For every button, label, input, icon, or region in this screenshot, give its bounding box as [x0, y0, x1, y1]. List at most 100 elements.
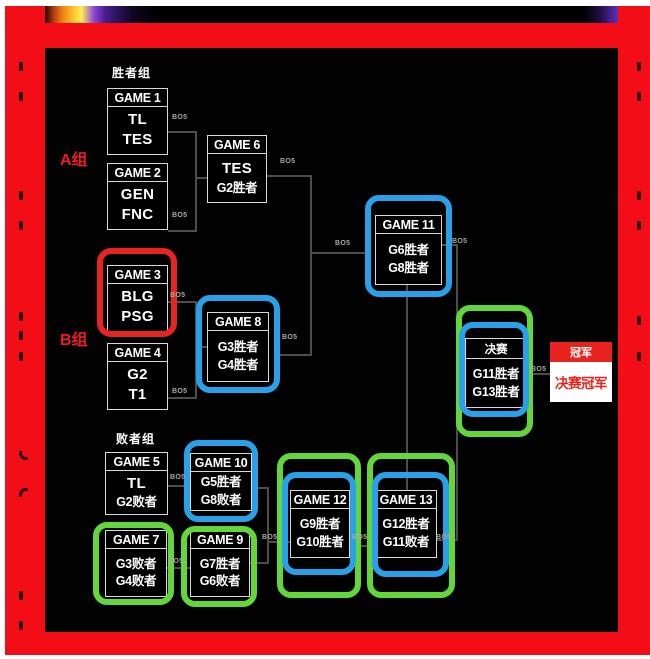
connector-line	[168, 397, 195, 399]
border-mark	[637, 316, 641, 325]
game-10-slot-1: G5胜者	[200, 475, 242, 490]
champion-box: 冠军 决赛冠军	[550, 342, 612, 402]
connector-line	[168, 301, 195, 303]
highlight-blue-game-8	[196, 295, 280, 393]
game-12-slot-2: G10胜者	[296, 534, 344, 549]
bo5-label: BO5	[172, 114, 188, 121]
connector-line	[266, 175, 312, 177]
game-12-slot-1: G9胜者	[299, 517, 341, 532]
champion-title: 冠军	[550, 342, 612, 362]
bo5-label: BO5	[168, 558, 184, 565]
game-5-box: GAME 5 TL G2败者	[105, 452, 168, 515]
connector-line	[168, 230, 195, 232]
game-5-title: GAME 5	[106, 453, 167, 471]
bo5-label: BO5	[262, 534, 278, 541]
connector-line	[406, 285, 408, 492]
connector-line	[278, 354, 312, 356]
game-10-title: GAME 10	[191, 454, 251, 472]
highlight-blue-game-11	[365, 195, 452, 297]
bo5-label: BO5	[170, 292, 186, 299]
highlight-blue-game-12	[282, 472, 356, 575]
border-mark	[19, 331, 23, 340]
connector-line	[349, 545, 376, 547]
game-7-title: GAME 7	[106, 531, 166, 549]
bo5-label: BO5	[282, 334, 298, 341]
losers-group-label: 败者组	[116, 432, 156, 446]
game-8-slot-1: G3胜者	[217, 340, 259, 355]
champion-text: 决赛冠军	[550, 362, 612, 402]
game-11-slot-2: G8胜者	[388, 260, 429, 275]
game-11-slot-1: G6胜者	[388, 243, 429, 258]
connector-line	[526, 373, 551, 375]
game-13-title: GAME 13	[376, 491, 436, 509]
game-2-slot-1: GEN	[120, 186, 155, 204]
border-mark	[637, 352, 641, 361]
bo5-label: BO5	[436, 534, 452, 541]
border-mark	[19, 92, 23, 101]
highlight-blue-game-10	[184, 440, 258, 522]
bo5-label: BO5	[531, 366, 547, 373]
group-b-label: B组	[60, 332, 88, 349]
connector-line	[195, 177, 208, 179]
border-mark	[637, 62, 641, 71]
connector-line	[249, 562, 269, 564]
connector-line	[167, 485, 191, 487]
highlight-blue-finals	[459, 322, 529, 417]
game-4-slot-2: T1	[128, 386, 147, 403]
game-7-slot-2: G4败者	[115, 574, 157, 588]
game-6-title: GAME 6	[208, 136, 266, 154]
bo5-label: BO5	[172, 212, 188, 219]
game-9-slot-1: G7胜者	[199, 556, 241, 571]
border-mark	[19, 312, 23, 321]
border-mark	[637, 92, 641, 101]
border-mark	[19, 621, 23, 630]
winners-group-label: 胜者组	[112, 66, 152, 80]
game-10-slot-2: G8败者	[200, 492, 242, 507]
highlight-green-game-7	[93, 522, 174, 605]
game-13-slot-2: G11败者	[382, 534, 430, 549]
game-2-box: GAME 2 GEN FNC	[107, 163, 168, 230]
game-2-title: GAME 2	[108, 164, 167, 182]
game-2-slot-2: FNC	[121, 206, 154, 223]
game-4-title: GAME 4	[108, 344, 167, 362]
game-9-title: GAME 9	[191, 531, 249, 549]
connector-line	[310, 252, 368, 254]
game-5-slot-2: G2败者	[116, 495, 157, 510]
highlight-green-game-12	[277, 453, 361, 598]
border-mark	[19, 191, 23, 200]
game-7-slot-1: G3败者	[115, 556, 157, 571]
bo5-label: BO5	[452, 238, 468, 245]
border-mark	[637, 191, 641, 200]
game-1-title: GAME 1	[108, 89, 167, 107]
game-11-title: GAME 11	[376, 216, 441, 234]
game-10-box: GAME 10 G5胜者 G8败者	[190, 453, 252, 511]
connector-line	[195, 131, 197, 232]
game-12-title: GAME 12	[291, 491, 349, 509]
border-mark	[19, 591, 23, 600]
connector-line	[310, 175, 312, 356]
game-8-title: GAME 8	[208, 313, 268, 331]
highlight-blue-game-13	[372, 472, 449, 577]
game-3-slot-1: BLG	[121, 288, 154, 306]
bo5-label: BO5	[280, 158, 296, 165]
game-9-slot-2: G6败者	[199, 574, 241, 588]
game-5-slot-1: TL	[127, 474, 146, 492]
border-mark	[19, 62, 23, 71]
connector-line	[166, 567, 191, 569]
game-12-box: GAME 12 G9胜者 G10胜者	[290, 490, 350, 558]
connector-line	[168, 131, 195, 133]
game-4-slot-1: G2	[127, 366, 148, 384]
border-mark	[19, 352, 23, 361]
bo5-label: BO5	[352, 534, 368, 541]
game-6-slot-2: G2胜者	[216, 180, 258, 195]
game-11-box: GAME 11 G6胜者 G8胜者	[375, 215, 442, 285]
game-6-slot-1: TES	[221, 160, 253, 177]
finals-slot-1: G11胜者	[472, 367, 520, 382]
connector-line	[267, 487, 269, 564]
bo5-label: BO5	[335, 240, 351, 247]
border-mark-curve	[19, 488, 28, 497]
connector-line	[251, 487, 269, 489]
